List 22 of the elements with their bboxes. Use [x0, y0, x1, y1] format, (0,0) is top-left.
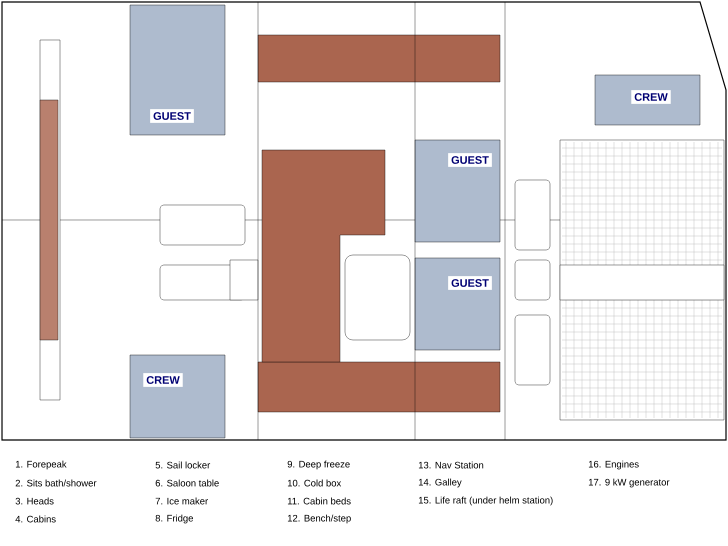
cabin-label: CREW [631, 90, 671, 104]
key-item: 15. Life raft (under helm station) [418, 496, 553, 506]
key-item: 1. Forepeak [16, 460, 67, 470]
key-item: 17. 9 kW generator [588, 478, 670, 488]
key-item: 16. Engines [588, 460, 639, 470]
cabin-label: GUEST [448, 276, 492, 290]
key-item: 9. Deep freeze [288, 460, 350, 470]
key-item: 7. Ice maker [156, 498, 208, 504]
key-item: 5. Sail locker [156, 462, 210, 468]
cabin-label: GUEST [150, 109, 194, 123]
key-item: 2. Sits bath/shower [16, 480, 96, 486]
key-item: 14. Galley [418, 478, 462, 488]
key-item: 4. Cabins [15, 516, 56, 522]
cabin-label: GUEST [448, 153, 492, 167]
key-item: 12. Bench/step [288, 514, 351, 524]
key-item: 8. Fridge [156, 514, 193, 524]
cabin-label: CREW [143, 373, 183, 387]
key-item: 13. Nav Station [418, 462, 484, 468]
key-item: 10. Cold box [288, 480, 342, 486]
key-item: 11. Cabin beds [288, 498, 351, 504]
key-item: 6. Saloon table [156, 480, 219, 486]
key-item: 3. Heads [16, 498, 54, 504]
